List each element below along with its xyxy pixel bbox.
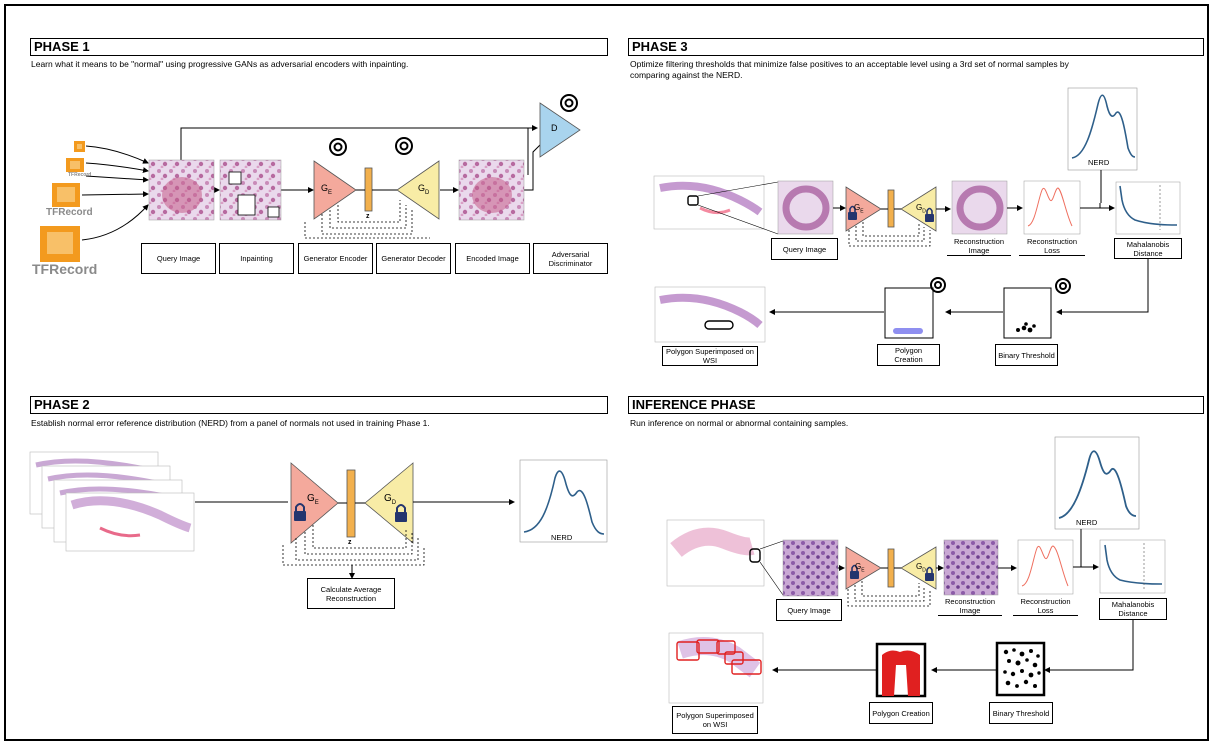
inference-description: Run inference on normal or abnormal cont…	[630, 418, 849, 428]
inference-gd-label: GD	[916, 562, 926, 574]
inference-label-reconstruction-image: Reconstruction Image	[938, 597, 1002, 616]
phase3-nerd-label: NERD	[1088, 158, 1110, 167]
phase1-z-label: z	[366, 213, 370, 220]
inference-label-reconstruction-loss: Reconstruction Loss	[1013, 597, 1078, 616]
phase1-title: PHASE 1	[30, 38, 608, 56]
phase3-label-query-image: Query Image	[771, 238, 838, 260]
lock-icon	[850, 564, 934, 581]
phase1-ge-label: GE	[321, 183, 333, 196]
phase3-ge-label: GE	[854, 203, 864, 215]
phase3-description-line2: comparing against the NERD.	[630, 70, 743, 80]
inference-nerd-label: NERD	[1076, 518, 1098, 527]
phase2-title: PHASE 2	[30, 396, 608, 414]
tfrecord-label-large: TFRecord	[32, 261, 98, 277]
inference-title: INFERENCE PHASE	[628, 396, 1204, 414]
phase1-d-label: D	[551, 123, 558, 133]
inference-label-polygon-superimposed: Polygon Superimposed on WSI	[672, 706, 758, 734]
inference-label-binary-threshold: Binary Threshold	[989, 702, 1053, 724]
phase3-label-polygon-superimposed: Polygon Superimposed on WSI	[662, 346, 758, 366]
phase2-calculate-average-reconstruction: Calculate Average Reconstruction	[307, 578, 395, 609]
phase1-label-query-image: Query Image	[141, 243, 216, 274]
tfrecord-label-small: TFRecord	[68, 172, 92, 178]
phase3-label-binary-threshold: Binary Threshold	[995, 344, 1058, 366]
tfrecord-icon	[40, 141, 85, 262]
inference-ge-label: GE	[855, 562, 865, 574]
progressive-growth-icon	[930, 277, 1071, 294]
phase1-label-encoded-image: Encoded Image	[455, 243, 530, 274]
tfrecord-label-medium: TFRecord	[46, 207, 93, 218]
phase3-label-polygon-creation: Polygon Creation	[877, 344, 940, 366]
phase3-label-mahalanobis-distance: Mahalanobis Distance	[1114, 238, 1182, 259]
phase1-gd-label: GD	[418, 183, 430, 196]
phase3-label-reconstruction-image: Reconstruction Image	[947, 237, 1011, 256]
phase1-label-generator-decoder: Generator Decoder	[376, 243, 451, 274]
phase2-z-label: z	[348, 539, 352, 546]
phase3-gd-label: GD	[916, 203, 926, 215]
phase3-description-line1: Optimize filtering thresholds that minim…	[630, 59, 1069, 69]
inference-label-query-image: Query Image	[776, 599, 842, 621]
phase1-description: Learn what it means to be "normal" using…	[31, 59, 409, 69]
lock-icon	[294, 503, 407, 522]
phase2-description: Establish normal error reference distrib…	[31, 418, 430, 428]
phase2-ge-label: GE	[307, 493, 319, 507]
progressive-growth-icon	[329, 94, 578, 156]
inference-label-polygon-creation: Polygon Creation	[869, 702, 933, 724]
inference-label-mahalanobis-distance: Mahalanobis Distance	[1099, 598, 1167, 620]
phase1-label-adversarial-discriminator: Adversarial Discriminator	[533, 243, 608, 274]
lock-icon	[848, 205, 934, 222]
phase2-gd-label: GD	[384, 493, 397, 507]
phase1-label-generator-encoder: Generator Encoder	[298, 243, 373, 274]
phase2-nerd-label: NERD	[551, 533, 573, 542]
phase3-label-reconstruction-loss: Reconstruction Loss	[1019, 237, 1085, 256]
phase1-label-inpainting: Inpainting	[219, 243, 294, 274]
phase3-title: PHASE 3	[628, 38, 1204, 56]
figure-frame	[4, 4, 1209, 741]
